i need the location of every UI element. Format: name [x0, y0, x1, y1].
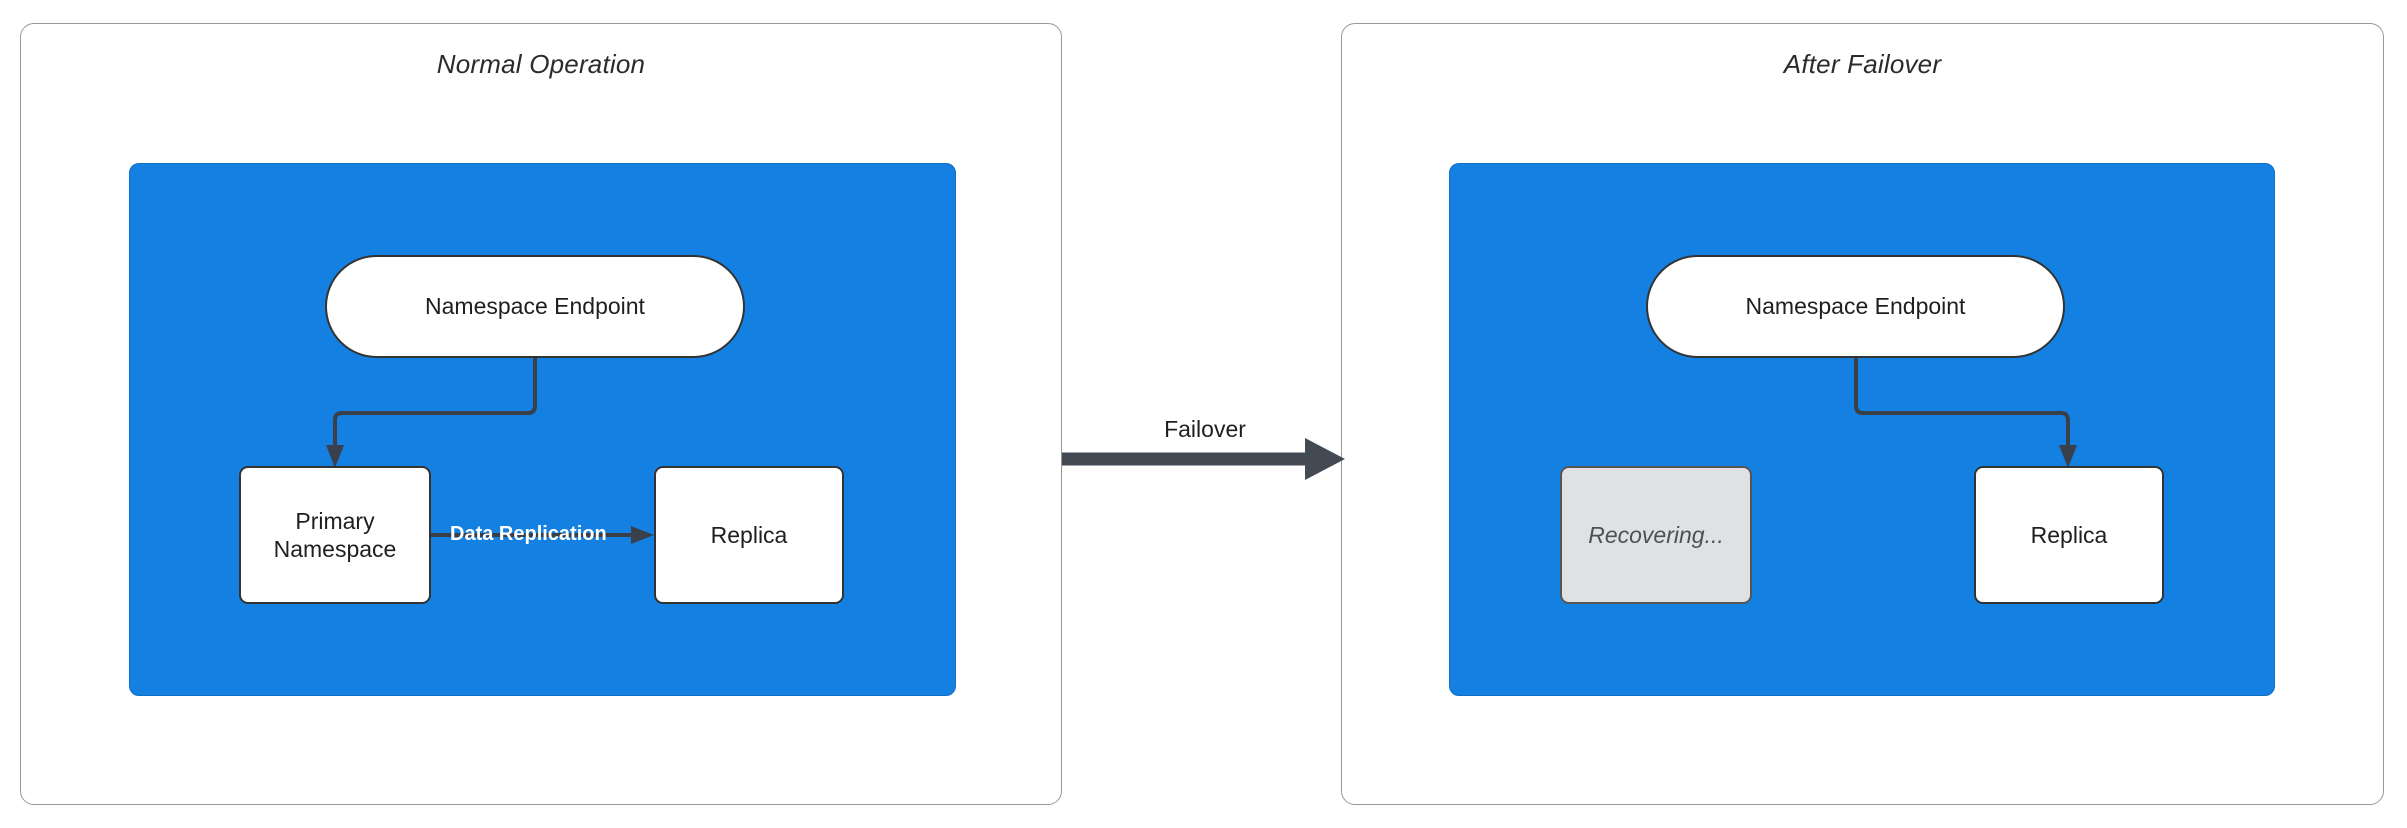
- node-label: Replica: [710, 521, 788, 548]
- panel-title-after-failover: After Failover: [1783, 49, 1942, 79]
- node-label-line1: Primary: [295, 507, 375, 534]
- edge-label-failover: Failover: [1164, 416, 1246, 442]
- node-replica-left[interactable]: Replica: [654, 466, 844, 604]
- node-recovering[interactable]: Recovering...: [1560, 466, 1752, 604]
- node-namespace-endpoint-left[interactable]: Namespace Endpoint: [325, 255, 745, 358]
- panel-title-normal-operation: Normal Operation: [436, 49, 646, 79]
- edge-label-data-replication: Data Replication: [450, 523, 607, 545]
- region-primary-blue-left: [129, 163, 956, 696]
- node-replica-right[interactable]: Replica: [1974, 466, 2164, 604]
- node-namespace-endpoint-right[interactable]: Namespace Endpoint: [1646, 255, 2065, 358]
- node-label: Primary Namespace: [274, 507, 397, 563]
- node-label: Recovering...: [1588, 521, 1724, 548]
- node-label: Namespace Endpoint: [425, 293, 645, 320]
- node-label: Namespace Endpoint: [1745, 293, 1966, 320]
- edge-failover: [1062, 438, 1345, 480]
- node-primary-namespace[interactable]: Primary Namespace: [239, 466, 431, 604]
- node-label: Replica: [2030, 521, 2108, 548]
- arrowhead-icon: [1305, 438, 1345, 480]
- node-label-line2: Namespace: [273, 536, 397, 562]
- region-primary-blue-right: [1449, 163, 2275, 696]
